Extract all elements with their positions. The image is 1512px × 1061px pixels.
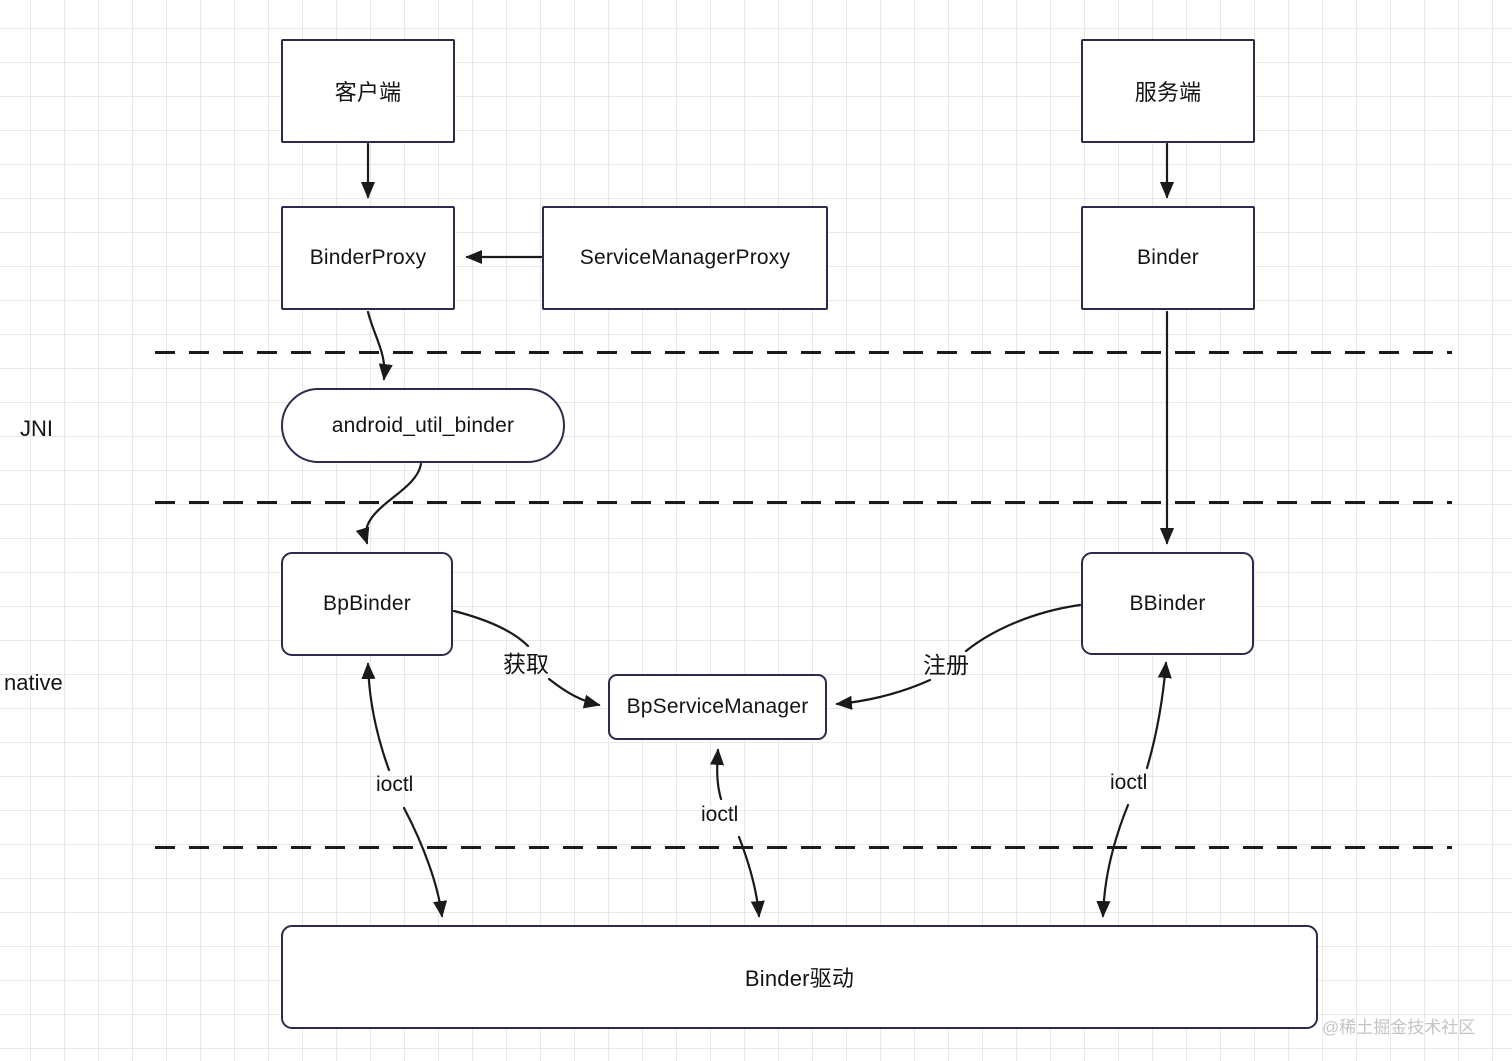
arrow-binderproxy-to-androidutilbinder — [366, 310, 393, 381]
node-client: 客户端 — [281, 39, 455, 143]
arrow-bbinder-to-bpservicemanager-upper — [964, 603, 1082, 653]
node-binder-driver: Binder驱动 — [281, 925, 1318, 1029]
node-server: 服务端 — [1081, 39, 1255, 143]
node-bp-service-manager: BpServiceManager — [608, 674, 827, 740]
arrow-bpbinder-to-bpservicemanager-upper — [452, 609, 530, 648]
arrow-bpbinder-to-driver — [402, 806, 448, 918]
layer-label-jni: JNI — [20, 416, 53, 441]
edge-label-ioctl-left: ioctl — [376, 773, 414, 796]
node-android-util-binder: android_util_binder — [281, 388, 565, 463]
edge-label-register: 注册 — [923, 652, 969, 678]
node-bp-binder: BpBinder — [281, 552, 453, 656]
arrow-driver-to-bpbinder — [361, 662, 391, 772]
arrow-bbinder-to-bpservicemanager-lower — [835, 678, 932, 710]
layer-separator-middle — [155, 501, 1452, 504]
node-binder: Binder — [1081, 206, 1255, 310]
node-b-binder: BBinder — [1081, 552, 1254, 655]
layer-label-native: native — [4, 670, 63, 695]
edge-label-ioctl-right: ioctl — [1110, 771, 1148, 794]
node-binder-proxy: BinderProxy — [281, 206, 455, 310]
arrow-bpbinder-to-bpservicemanager-lower — [547, 677, 601, 709]
watermark: @稀土掘金技术社区 — [1322, 1018, 1476, 1037]
arrow-driver-to-bbinder — [1145, 661, 1172, 770]
node-service-manager-proxy: ServiceManagerProxy — [542, 206, 828, 310]
edge-label-ioctl-middle: ioctl — [701, 803, 739, 826]
arrow-bbinder-to-driver — [1096, 803, 1130, 918]
layer-separator-top — [155, 351, 1452, 354]
arrow-driver-to-bpservicemanager — [710, 748, 725, 801]
edge-label-acquire: 获取 — [503, 651, 549, 677]
layer-separator-bottom — [155, 846, 1452, 849]
arrow-bpservicemanager-to-driver — [737, 835, 765, 918]
